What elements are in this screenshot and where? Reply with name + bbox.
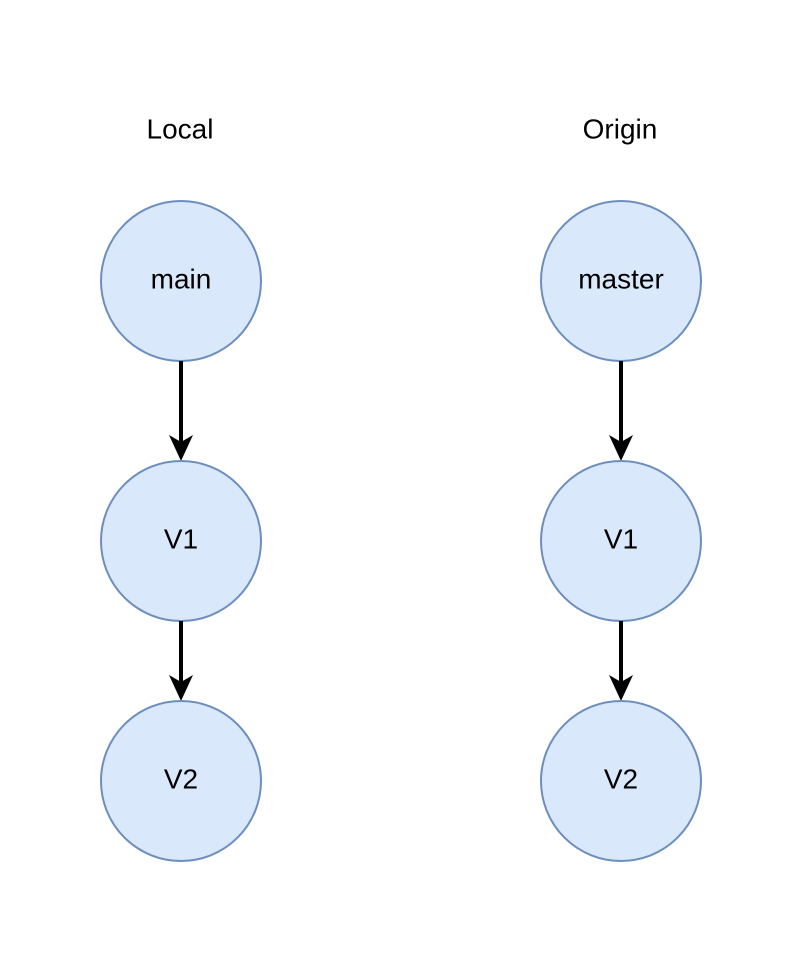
node-local-v1-label: V1 — [164, 523, 198, 554]
column-title-origin: Origin — [583, 113, 658, 144]
edge-origin-v1-to-v2 — [609, 621, 633, 701]
node-local-v2: V2 — [100, 700, 262, 862]
node-local-main: main — [100, 200, 262, 362]
node-origin-v2-circle — [540, 700, 702, 862]
edge-local-main-to-v1 — [169, 361, 193, 461]
node-local-main-label: main — [151, 263, 212, 294]
edge-local-v1-to-v2-arrowhead — [169, 675, 193, 701]
edge-origin-v1-to-v2-arrowhead — [609, 675, 633, 701]
node-local-v1: V1 — [100, 460, 262, 622]
node-origin-v1: V1 — [540, 460, 702, 622]
column-origin: Origin master V1 V2 — [540, 113, 702, 862]
column-local: Local main V1 V2 — [100, 113, 262, 862]
node-origin-v1-label: V1 — [604, 523, 638, 554]
edge-local-v1-to-v2 — [169, 621, 193, 701]
node-origin-v2-label: V2 — [604, 763, 638, 794]
node-local-v2-circle — [100, 700, 262, 862]
column-title-local: Local — [147, 113, 214, 144]
edge-origin-master-to-v1-arrowhead — [609, 435, 633, 461]
edge-local-main-to-v1-arrowhead — [169, 435, 193, 461]
node-origin-master-label: master — [578, 263, 664, 294]
edge-origin-master-to-v1 — [609, 361, 633, 461]
node-origin-master: master — [540, 200, 702, 362]
node-origin-v2: V2 — [540, 700, 702, 862]
node-local-v2-label: V2 — [164, 763, 198, 794]
